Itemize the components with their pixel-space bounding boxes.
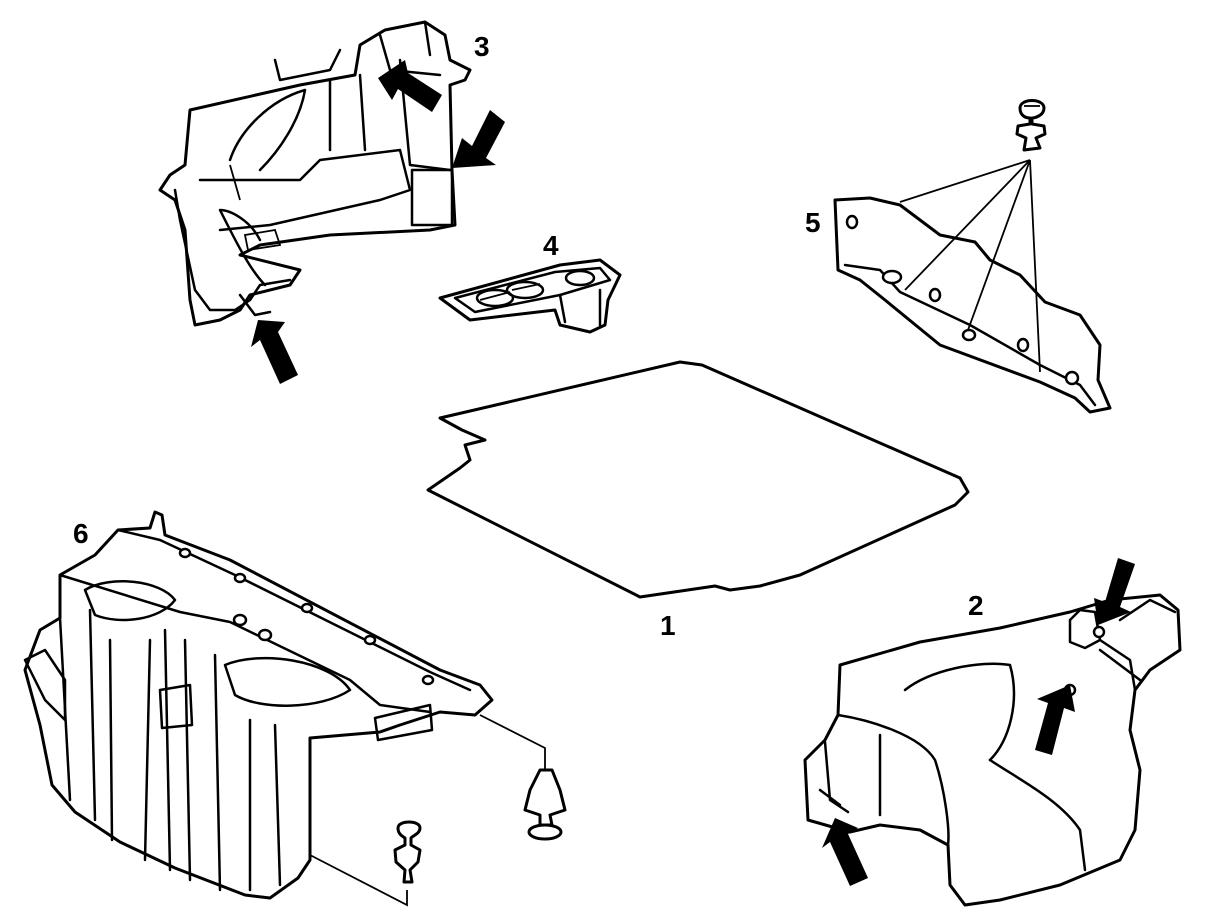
right-side-trim-panel-icon xyxy=(803,593,1182,907)
callout-5: 5 xyxy=(805,207,821,238)
arrow-icon xyxy=(251,320,298,384)
push-clip-icon xyxy=(1015,99,1047,152)
callout-6: 6 xyxy=(73,518,89,549)
left-side-trim-panel-icon xyxy=(158,20,472,327)
rear-trim-panel-icon xyxy=(833,196,1112,414)
arrow-icon xyxy=(452,110,505,168)
callout-3: 3 xyxy=(474,31,490,62)
arrow-icon xyxy=(1094,558,1135,625)
push-clip-icon xyxy=(393,820,422,884)
callout-1: 1 xyxy=(660,610,676,641)
arrow-icon xyxy=(1035,685,1075,755)
push-clip-icon xyxy=(523,768,567,841)
trunk-floor-mat-icon xyxy=(426,360,970,599)
leader-line xyxy=(309,714,546,907)
package-tray-icon xyxy=(23,510,494,900)
callout-2: 2 xyxy=(968,590,984,621)
arrow-icon xyxy=(378,60,442,112)
callout-4: 4 xyxy=(543,230,559,261)
tray-cover-icon xyxy=(438,258,622,334)
arrow-icon xyxy=(822,818,868,886)
leader-line xyxy=(899,159,1041,373)
